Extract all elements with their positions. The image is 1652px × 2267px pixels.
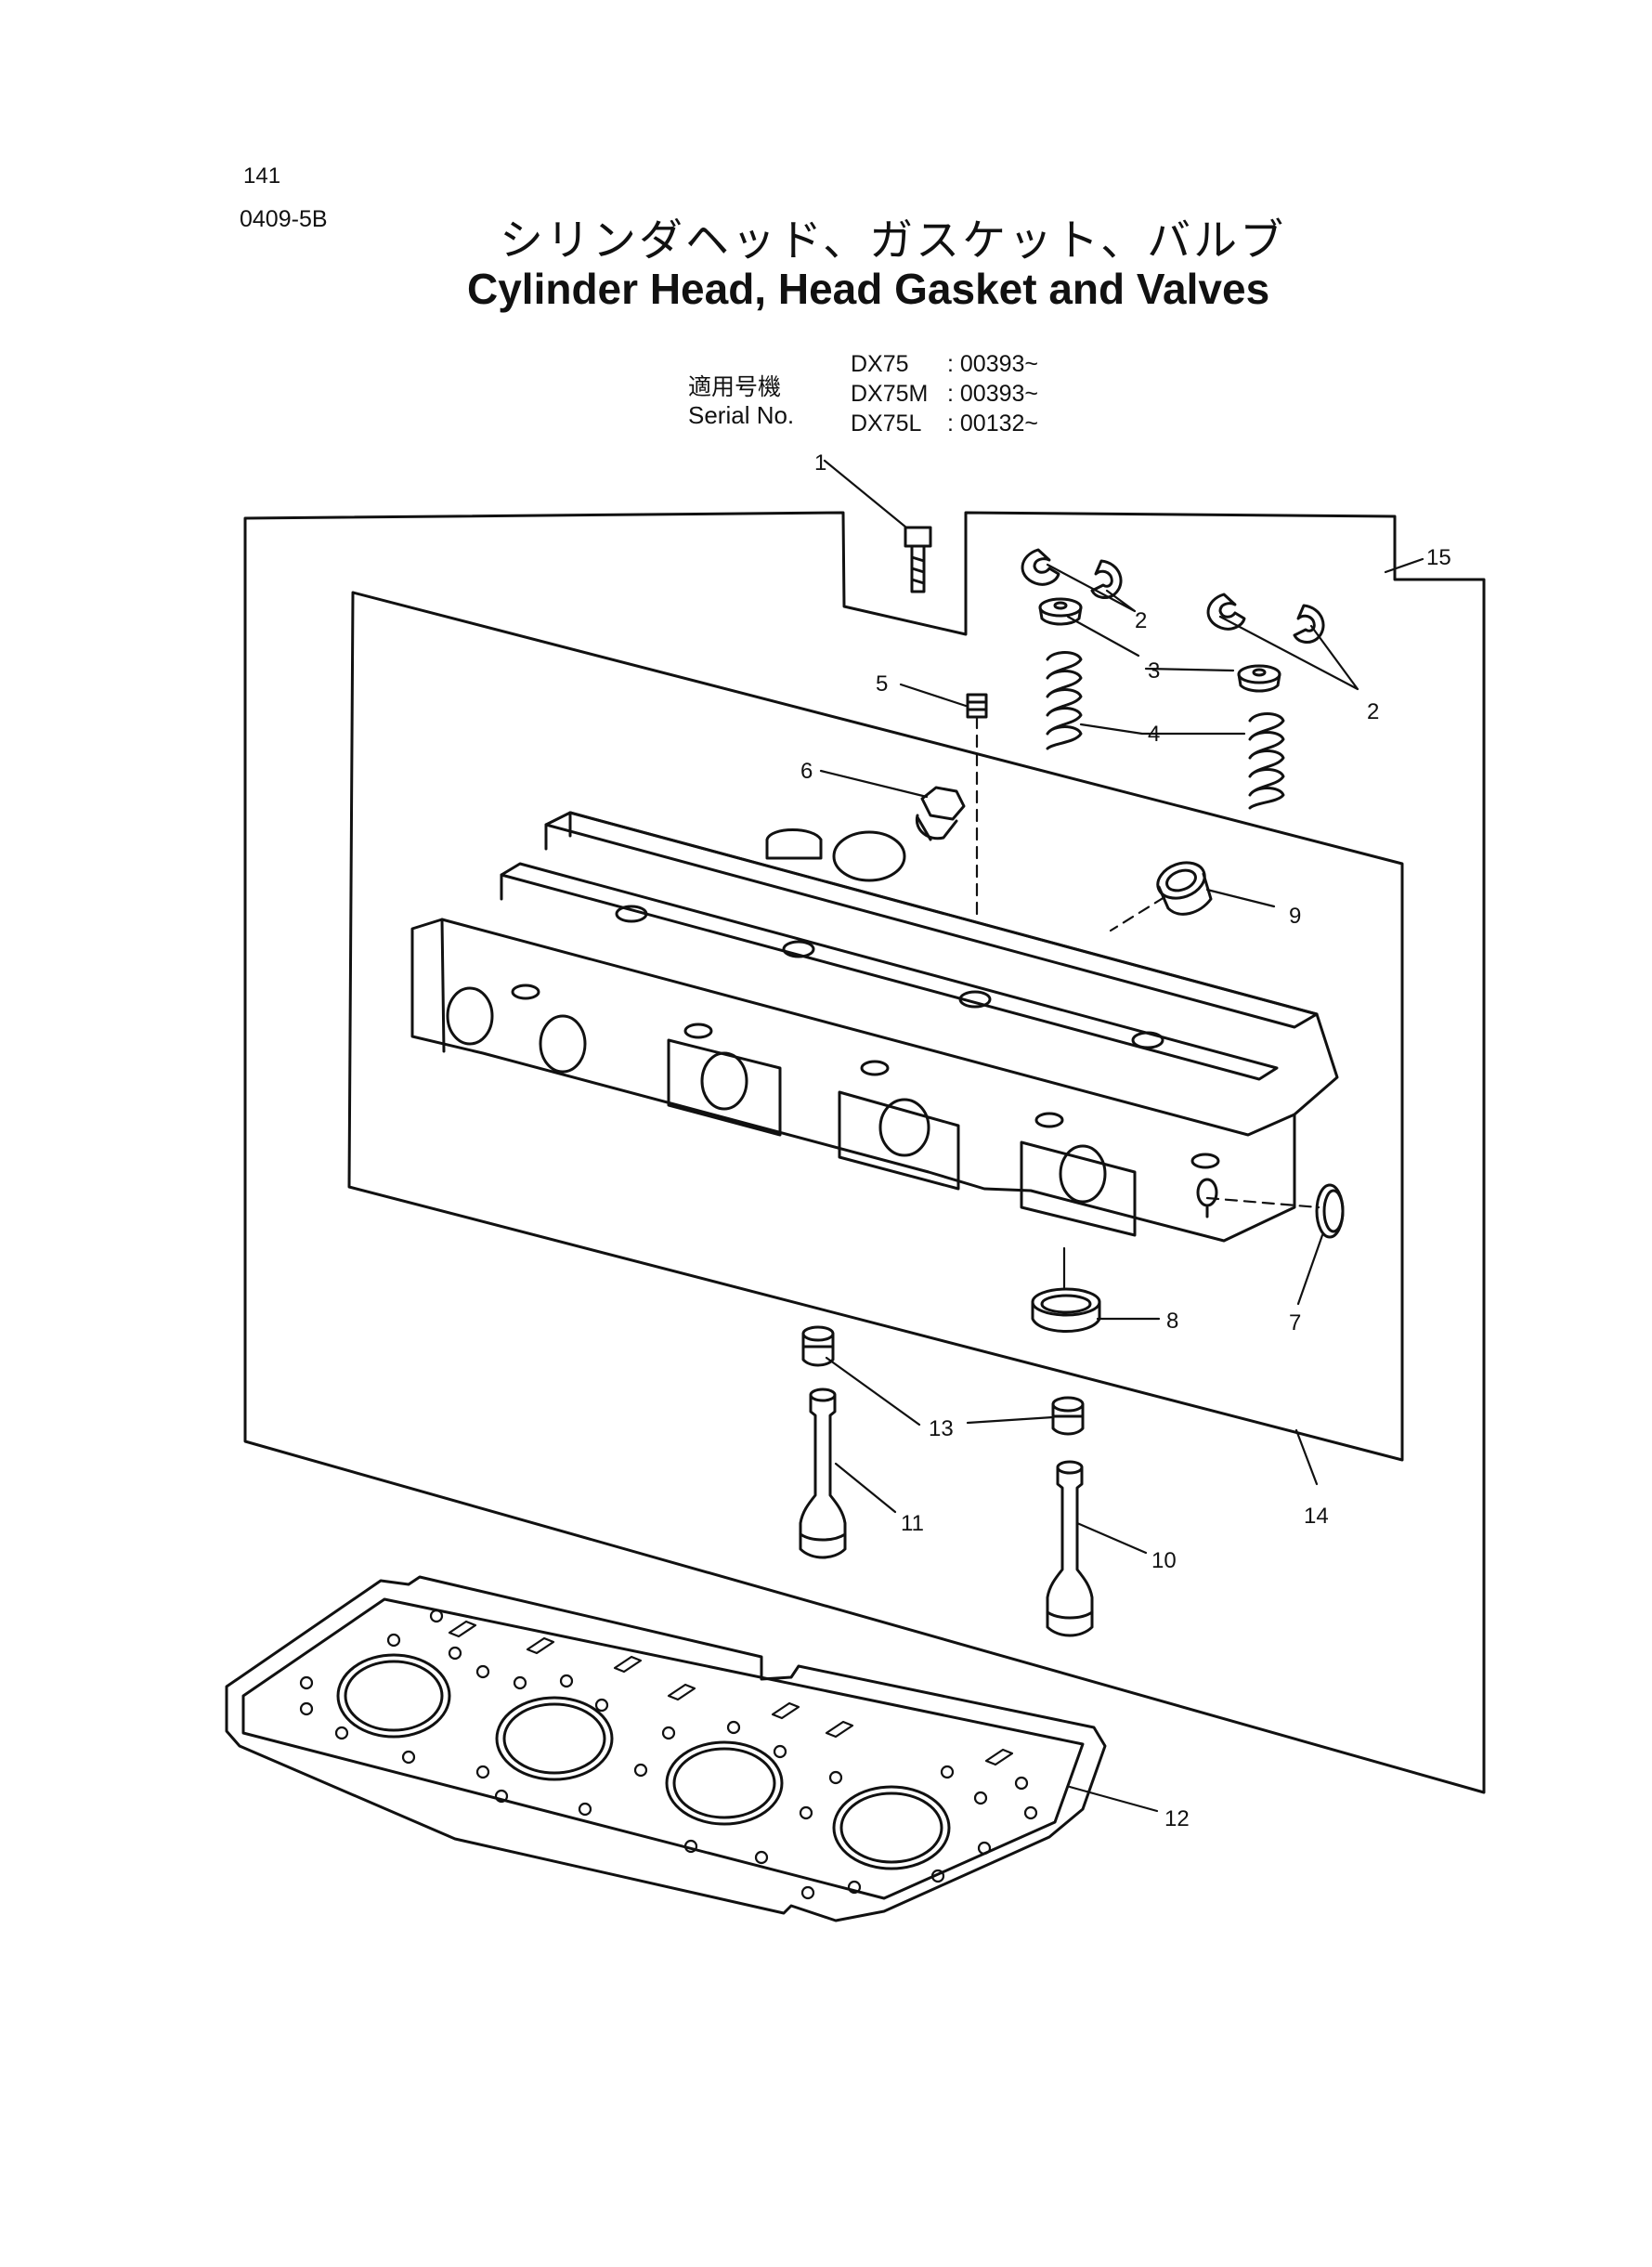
bolt-part (904, 526, 932, 593)
callout-7: 7 (1289, 1310, 1301, 1335)
callout-11: 11 (901, 1511, 924, 1536)
inner-panel (347, 591, 1404, 1462)
model-name: DX75 (851, 351, 909, 377)
hex-plug-part (915, 786, 966, 841)
spring-seat-parts (1038, 597, 1281, 693)
page-number: 141 (243, 163, 281, 189)
plug-part (966, 693, 988, 719)
outer-frame (243, 511, 1486, 1794)
o-ring-part (1315, 1183, 1345, 1239)
callout-3: 3 (1148, 658, 1160, 684)
callout-10: 10 (1151, 1548, 1177, 1573)
model-range: : 00132~ (947, 410, 1039, 436)
callout-labels: 1 2 3 2 4 5 6 9 7 8 13 11 10 14 15 12 (800, 450, 1451, 1831)
sleeve-part (1156, 861, 1213, 916)
model-name: DX75L (851, 410, 922, 436)
serial-label-english: Serial No. (688, 401, 795, 429)
page-code: 0409-5B (240, 206, 328, 232)
title-english: Cylinder Head, Head Gasket and Valves (467, 265, 1270, 313)
callout-2b: 2 (1367, 699, 1379, 724)
serial-label-japanese: 適用号機 (688, 373, 782, 400)
callout-14: 14 (1304, 1504, 1329, 1529)
callout-12: 12 (1164, 1806, 1190, 1831)
model-range: : 00393~ (947, 381, 1039, 407)
callout-15: 15 (1426, 545, 1451, 570)
valve-cotter-parts (1021, 548, 1325, 644)
callout-5: 5 (876, 671, 888, 697)
valve-guide-parts (799, 1388, 1094, 1637)
seal-ring-part (1031, 1287, 1101, 1333)
model-range: : 00393~ (947, 351, 1039, 377)
callout-13: 13 (929, 1416, 954, 1441)
title-japanese: シリンダヘッド、ガスケット、バルブ (500, 215, 1287, 267)
cylinder-head-block (410, 811, 1339, 1243)
gasket-holes (299, 1609, 1038, 1900)
head-gasket-part (225, 1575, 1107, 1922)
stem-seal-parts (801, 1325, 1085, 1436)
model-row: DX75L : 00132~ (851, 410, 1038, 437)
model-name: DX75M (851, 381, 929, 407)
model-row: DX75M : 00393~ (851, 381, 1038, 408)
callout-9: 9 (1289, 904, 1301, 929)
callout-8: 8 (1166, 1309, 1178, 1334)
leader-lines (819, 459, 1424, 1813)
model-row: DX75 : 00393~ (851, 351, 1038, 378)
callout-2: 2 (1135, 608, 1147, 633)
valve-spring-parts (1046, 651, 1285, 810)
callout-1: 1 (814, 450, 826, 476)
callout-4: 4 (1148, 722, 1160, 747)
callout-6: 6 (800, 759, 813, 784)
